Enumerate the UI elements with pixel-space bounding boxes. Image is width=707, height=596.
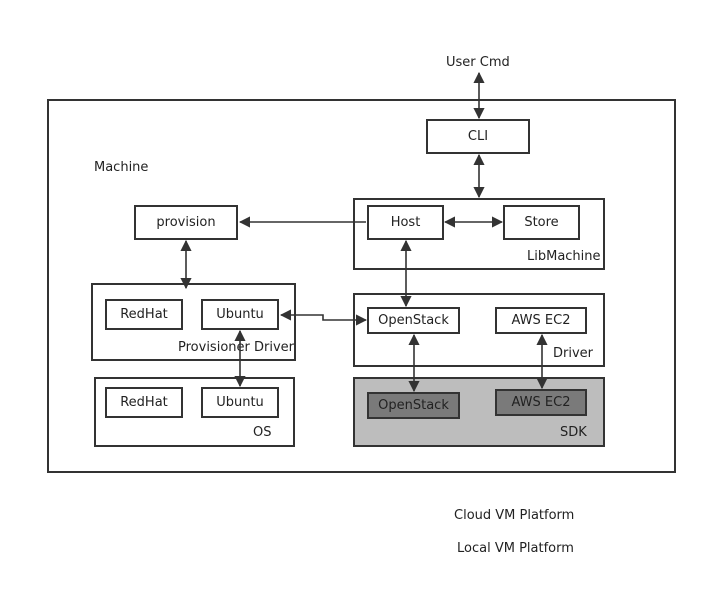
- driver-aws-ec2-label: AWS EC2: [511, 313, 571, 328]
- libmachine-label: LibMachine: [527, 249, 601, 264]
- store-box: Store: [503, 205, 580, 240]
- cloud-vm-platform-label: Cloud VM Platform: [454, 508, 575, 523]
- local-vm-platform-label: Local VM Platform: [457, 541, 574, 556]
- driver-label: Driver: [553, 346, 594, 361]
- provision-label: provision: [156, 215, 216, 230]
- provisioner-redhat-label: RedHat: [120, 307, 168, 322]
- os-redhat-label: RedHat: [120, 395, 168, 410]
- os-label: OS: [253, 425, 272, 440]
- sdk-openstack-label: OpenStack: [378, 398, 449, 413]
- arrow-ubuntu-openstack: [279, 309, 368, 326]
- os-redhat-box: RedHat: [105, 387, 183, 418]
- provisioner-ubuntu-box: Ubuntu: [201, 299, 279, 330]
- driver-aws-ec2-box: AWS EC2: [495, 307, 587, 334]
- os-ubuntu-label: Ubuntu: [216, 395, 264, 410]
- sdk-label: SDK: [560, 425, 587, 440]
- cli-box: CLI: [426, 119, 530, 154]
- machine-label: Machine: [94, 160, 149, 175]
- store-label: Store: [524, 215, 559, 230]
- provision-box: provision: [134, 205, 238, 240]
- host-label: Host: [390, 215, 421, 230]
- driver-openstack-box: OpenStack: [367, 307, 460, 334]
- driver-openstack-label: OpenStack: [378, 313, 449, 328]
- sdk-openstack-box: OpenStack: [367, 392, 460, 419]
- host-box: Host: [367, 205, 444, 240]
- user-cmd-label: User Cmd: [446, 55, 510, 70]
- os-ubuntu-box: Ubuntu: [201, 387, 279, 418]
- provisioner-redhat-box: RedHat: [105, 299, 183, 330]
- sdk-aws-ec2-box: AWS EC2: [495, 389, 587, 416]
- cli-label: CLI: [467, 129, 489, 144]
- provisioner-ubuntu-label: Ubuntu: [216, 307, 264, 322]
- sdk-aws-ec2-label: AWS EC2: [511, 395, 571, 410]
